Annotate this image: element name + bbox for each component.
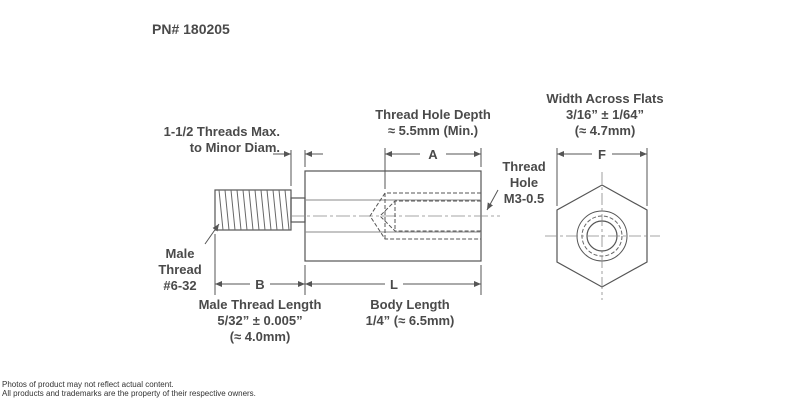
thread-hole-line1: Thread [502, 159, 546, 174]
male-thread-shape [214, 189, 306, 231]
width-across-flats-line1: Width Across Flats [546, 91, 664, 106]
width-across-flats-label: Width Across Flats 3/16” ± 1/64” (≈ 4.7m… [530, 91, 680, 139]
disclaimer: Photos of product may not reflect actual… [2, 380, 256, 398]
thread-hole-line2: Hole [509, 175, 539, 190]
threads-max-label: 1-1/2 Threads Max. to Minor Diam. [150, 124, 280, 156]
male-thread-line2: Thread [158, 262, 202, 277]
dim-b-label: B [255, 277, 264, 292]
body-shape [290, 170, 500, 262]
disclaimer-line2: All products and trademarks are the prop… [2, 389, 256, 398]
dim-a-label: A [428, 147, 438, 162]
male-thread-length-line2: 5/32” ± 0.005” [217, 313, 303, 328]
width-across-flats-line2: 3/16” ± 1/64” [566, 107, 644, 122]
thread-hole-line3: M3-0.5 [503, 191, 545, 206]
thread-hole-depth-line1: Thread Hole Depth [375, 107, 491, 122]
body-length-line2: 1/4” (≈ 6.5mm) [365, 313, 455, 328]
male-thread-length-label: Male Thread Length 5/32” ± 0.005” (≈ 4.0… [185, 297, 335, 345]
disclaimer-line1: Photos of product may not reflect actual… [2, 380, 174, 389]
part-number: PN# 180205 [152, 21, 230, 37]
thread-hole-depth-line2: ≈ 5.5mm (Min.) [387, 123, 479, 138]
dim-l-label: L [390, 277, 398, 292]
male-thread-line1: Male [165, 246, 195, 261]
threads-max-line2: to Minor Diam. [189, 140, 280, 155]
body-length-label: Body Length 1/4” (≈ 6.5mm) [345, 297, 475, 329]
male-thread-length-line3: (≈ 4.0mm) [229, 329, 291, 344]
body-length-line1: Body Length [370, 297, 450, 312]
thread-hole-depth-label: Thread Hole Depth ≈ 5.5mm (Min.) [358, 107, 508, 139]
dim-f-label: F [598, 147, 606, 162]
male-thread-line3: #6-32 [163, 278, 197, 293]
male-thread-label: Male Thread #6-32 [150, 246, 210, 294]
thread-hole-label: Thread Hole M3-0.5 [492, 159, 556, 207]
width-across-flats-line3: (≈ 4.7mm) [574, 123, 636, 138]
threads-max-line1: 1-1/2 Threads Max. [163, 124, 280, 139]
hex-end-view [545, 172, 660, 300]
male-thread-length-line1: Male Thread Length [198, 297, 322, 312]
